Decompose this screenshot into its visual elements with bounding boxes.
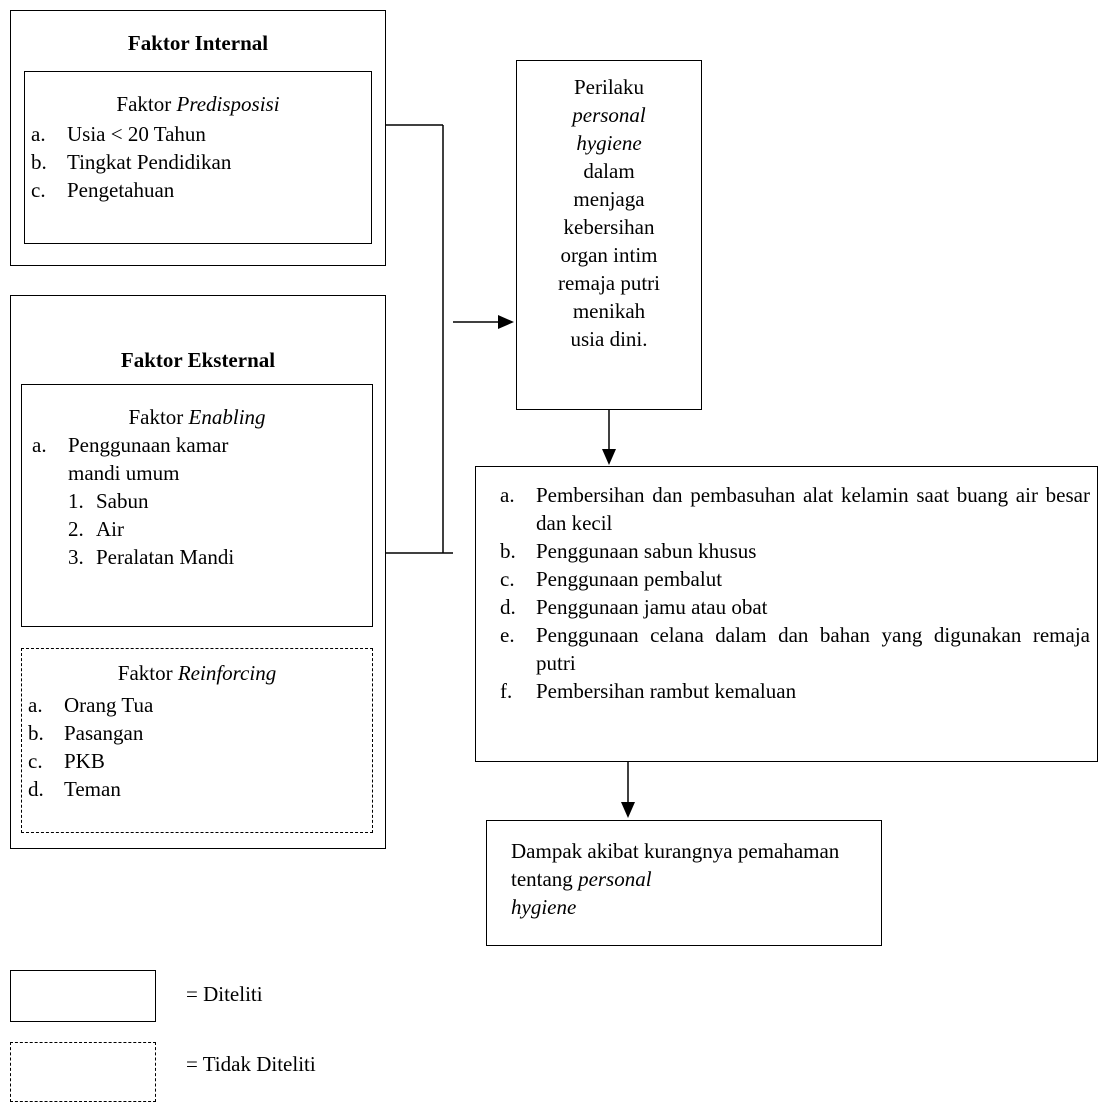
list-item: a.Usia < 20 Tahun (31, 122, 206, 146)
legend-solid-label: = Diteliti (186, 982, 263, 1006)
list-item: b.Pasangan (28, 721, 144, 745)
behavior-line: personal (572, 103, 646, 127)
impact-text: Dampak akibat kurangnya pemahaman tentan… (511, 837, 871, 921)
list-item: f.Pembersihan rambut kemaluan (500, 679, 797, 703)
reinforcing-heading: Faktor Reinforcing (22, 659, 372, 687)
arrow-head-behavior (498, 315, 514, 329)
list-item: d.Teman (28, 777, 121, 801)
impact-text-italic-1: personal (578, 867, 652, 891)
hygiene-actions-box: a.Pembersihan dan pembasuhan alat kelami… (475, 466, 1098, 762)
external-factor-title: Faktor Eksternal (120, 348, 276, 372)
enabling-factor-box: Faktor Enabling a. Penggunaan kamar mand… (21, 384, 373, 627)
behavior-line: dalam (583, 159, 635, 183)
behavior-line: remaja putri (557, 271, 661, 295)
behavior-line: menjaga (573, 187, 645, 211)
list-item: c.Penggunaan pembalut (500, 567, 723, 591)
list-item: a.Orang Tua (28, 693, 154, 717)
enabling-item-line2: mandi umum (68, 461, 180, 485)
arrow-head-impact (621, 802, 635, 818)
behavior-text: Perilaku personal hygiene dalam menjaga … (517, 73, 701, 353)
enabling-heading-italic: Enabling (188, 405, 266, 429)
reinforcing-heading-prefix: Faktor (117, 661, 178, 685)
list-item: d.Penggunaan jamu atau obat (500, 595, 768, 619)
reinforcing-heading-italic: Reinforcing (177, 661, 277, 685)
enabling-item-mark: a. (32, 433, 47, 457)
arrow-head-actions (602, 449, 616, 465)
behavior-line: hygiene (576, 131, 642, 155)
predisposing-heading-prefix: Faktor (116, 92, 177, 116)
legend-dashed-label: = Tidak Diteliti (186, 1052, 316, 1076)
behavior-line: usia dini. (570, 327, 648, 351)
list-item: 1.Sabun (68, 489, 149, 513)
reinforcing-list: a.Orang Tua b.Pasangan c.PKB d.Teman (28, 691, 368, 803)
enabling-item-line1: Penggunaan kamar (68, 433, 229, 457)
list-item: 2.Air (68, 517, 124, 541)
internal-factor-box: Faktor Internal Faktor Predisposisi a.Us… (10, 10, 386, 266)
predisposing-heading-italic: Predisposisi (176, 92, 280, 116)
legend-dashed-swatch (10, 1042, 156, 1102)
list-item: a.Pembersihan dan pembasuhan alat kelami… (500, 483, 1090, 535)
behavior-box: Perilaku personal hygiene dalam menjaga … (516, 60, 702, 410)
impact-text-italic-2: hygiene (511, 895, 577, 919)
internal-factor-title: Faktor Internal (127, 31, 269, 55)
predisposing-factor-box: Faktor Predisposisi a.Usia < 20 Tahun b.… (24, 71, 372, 244)
behavior-line: Perilaku (574, 75, 644, 99)
list-item: b.Penggunaan sabun khusus (500, 539, 757, 563)
predisposing-heading: Faktor Predisposisi (25, 90, 371, 118)
enabling-sublist: 1.Sabun 2.Air 3.Peralatan Mandi (68, 487, 368, 571)
predisposing-list: a.Usia < 20 Tahun b.Tingkat Pendidikan c… (31, 120, 371, 204)
behavior-line: organ intim (560, 243, 658, 267)
reinforcing-factor-box: Faktor Reinforcing a.Orang Tua b.Pasanga… (21, 648, 373, 833)
list-item: 3.Peralatan Mandi (68, 545, 235, 569)
list-item: c.PKB (28, 749, 105, 773)
list-item: b.Tingkat Pendidikan (31, 150, 232, 174)
impact-box: Dampak akibat kurangnya pemahaman tentan… (486, 820, 882, 946)
list-item: e.Penggunaan celana dalam dan bahan yang… (500, 623, 1090, 675)
external-factor-box: Faktor Eksternal Faktor Enabling a. Peng… (10, 295, 386, 849)
behavior-line: menikah (572, 299, 646, 323)
enabling-heading-prefix: Faktor (128, 405, 189, 429)
list-item: c.Pengetahuan (31, 178, 175, 202)
impact-text-plain: Dampak akibat kurangnya pemahaman tentan… (511, 839, 840, 891)
hygiene-actions-list: a.Pembersihan dan pembasuhan alat kelami… (500, 481, 1090, 705)
behavior-line: kebersihan (563, 215, 655, 239)
legend-solid-swatch (10, 970, 156, 1022)
enabling-heading: Faktor Enabling (22, 403, 372, 431)
